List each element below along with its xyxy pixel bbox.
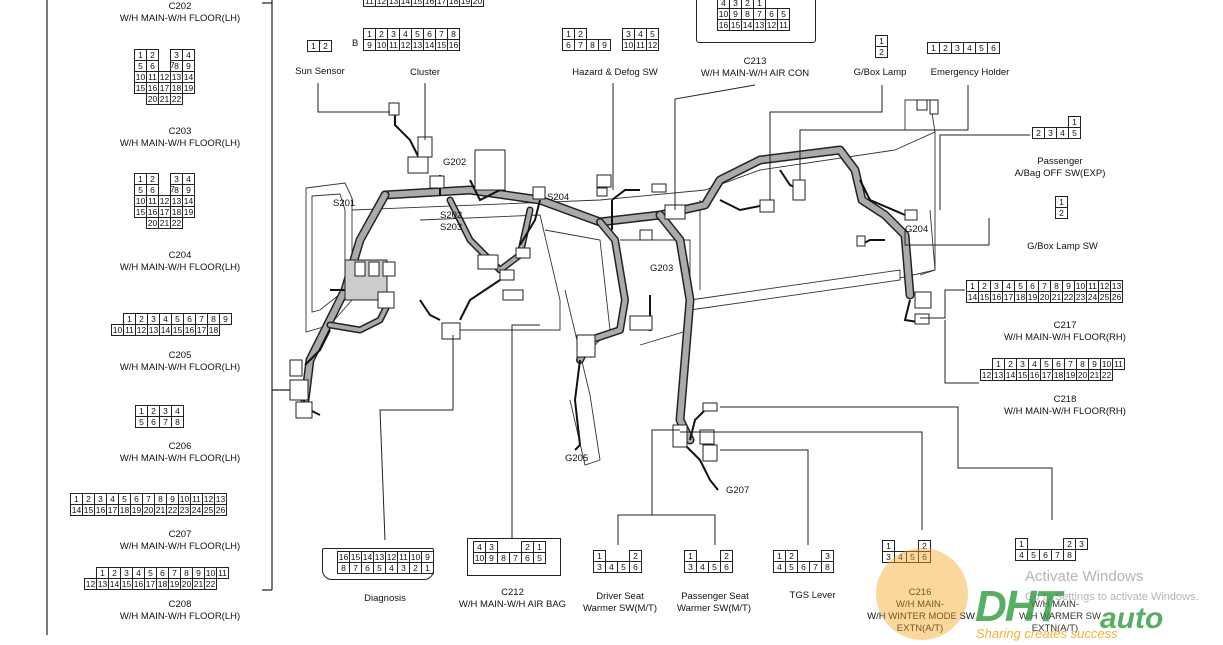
- tgs-lever-label: TGS Lever: [789, 590, 836, 601]
- tag-s201: S201: [333, 198, 356, 209]
- diagnosis-label: Diagnosis: [364, 593, 406, 604]
- passenger-airbag-label-2: A/Bag OFF SW(EXP): [1014, 168, 1106, 179]
- c204-desc: W/H MAIN-W/H FLOOR(LH): [119, 262, 241, 273]
- driver-seat-label-1: Driver Seat: [596, 591, 644, 602]
- leader-lines: [317, 83, 1053, 545]
- auto-logo: auto: [1100, 602, 1164, 635]
- tag-g203: G203: [650, 263, 674, 274]
- c207-code: C207: [168, 529, 192, 540]
- logo-orange-disc: [876, 548, 968, 640]
- c213-code: C213: [743, 56, 767, 67]
- c205-desc: W/H MAIN-W/H FLOOR(LH): [119, 362, 241, 373]
- c219-line-1: W/H MAIN-: [1030, 599, 1080, 610]
- c207-desc: W/H MAIN-W/H FLOOR(LH): [119, 541, 241, 552]
- c219-line-2: W/H WARMER SW: [1019, 611, 1101, 622]
- dht-logo: DHT: [975, 582, 1061, 631]
- tag-s203: S203: [440, 222, 463, 233]
- tag-g204: G204: [905, 224, 929, 235]
- tag-g202: G202: [443, 157, 467, 168]
- left-bracket-lines: [46, 0, 300, 635]
- c208-desc: W/H MAIN-W/H FLOOR(LH): [119, 611, 241, 622]
- logo-slogan: Sharing creates success: [976, 626, 1118, 641]
- passenger-seat-label-1: Passenger Seat: [681, 591, 749, 602]
- cluster-b-label: B: [352, 38, 359, 49]
- gbox-lamp-sw-label: G/Box Lamp SW: [1027, 241, 1098, 252]
- c216-line-3: EXTN(A/T): [896, 623, 944, 634]
- harness-connectors: [289, 99, 939, 462]
- c217-desc: W/H MAIN-W/H FLOOR(RH): [1004, 332, 1126, 343]
- c206-code: C206: [168, 441, 192, 452]
- c213-desc: W/H MAIN-W/H AIR CON: [700, 68, 810, 79]
- emergency-holder-label: Emergency Holder: [930, 67, 1010, 78]
- c203-code: C203: [168, 126, 192, 137]
- c216-line-1: W/H MAIN-: [895, 599, 945, 610]
- tag-g207: G207: [726, 485, 750, 496]
- activate-windows-subtitle: Go to Settings to activate Windows.: [1025, 591, 1199, 603]
- c208-code: C208: [168, 599, 192, 610]
- activate-windows-title: Activate Windows: [1025, 568, 1144, 585]
- c219-line-3: EXTN(A/T): [1031, 623, 1079, 634]
- c218-code: C218: [1053, 394, 1077, 405]
- c216-line-2: W/H WINTER MODE SW: [867, 611, 975, 622]
- c203-desc: W/H MAIN-W/H FLOOR(LH): [119, 138, 241, 149]
- sun-sensor-label: Sun Sensor: [295, 66, 345, 77]
- c202-code: C202: [168, 1, 192, 12]
- passenger-seat-label-2: Warmer SW(M/T): [676, 603, 752, 614]
- cluster-label: Cluster: [409, 67, 441, 78]
- c206-desc: W/H MAIN-W/H FLOOR(LH): [119, 453, 241, 464]
- hazard-defog-label: Hazard & Defog SW: [572, 67, 658, 78]
- tag-s202: S202: [440, 210, 463, 221]
- c205-code: C205: [168, 350, 192, 361]
- c204-code: C204: [168, 250, 192, 261]
- c218-desc: W/H MAIN-W/H FLOOR(RH): [1004, 406, 1126, 417]
- gbox-lamp-label: G/Box Lamp: [853, 67, 907, 78]
- tag-s204: S204: [547, 192, 570, 203]
- c216-code: C216: [908, 587, 932, 598]
- c212-code: C212: [501, 587, 524, 598]
- driver-seat-label-2: Warmer SW(M/T): [582, 603, 658, 614]
- c212-desc: W/H MAIN-W/H AIR BAG: [458, 599, 567, 610]
- tag-g205: G205: [565, 453, 589, 464]
- c202-desc: W/H MAIN-W/H FLOOR(LH): [119, 13, 241, 24]
- c217-code: C217: [1053, 320, 1077, 331]
- passenger-airbag-label-1: Passenger: [1037, 156, 1083, 167]
